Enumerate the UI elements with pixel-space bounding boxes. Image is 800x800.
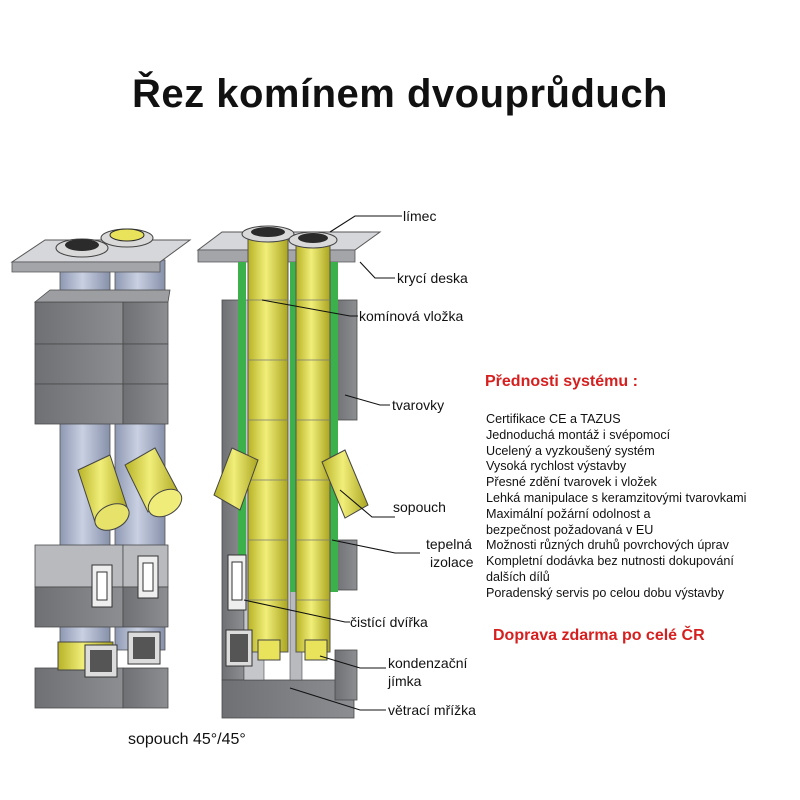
cleaning-door-exterior [91,555,159,608]
list-item: bezpečnost požadovaná v EU [486,522,654,537]
label-limec: límec [403,208,436,224]
label-kryci-deska: krycí deska [397,270,468,286]
label-kondenzacni: kondenzační [388,655,468,671]
label-izolace: izolace [430,554,474,570]
label-cistici-dvirka: čistící dvířka [350,614,428,630]
advantages-list: Certifikace CE a TAZUS Jednoduchá montáž… [486,412,746,602]
list-item: Ucelený a vyzkoušený systém [486,443,655,458]
promo-free-shipping: Doprava zdarma po celé ČR [493,627,705,644]
list-item: Maximální požární odolnost a [486,506,651,521]
label-tepelna: tepelná [426,536,472,552]
flue-connector-exterior [77,447,183,531]
flue-liner-right [295,237,331,653]
condensate-trap [257,639,328,661]
label-vetraci-mrizka: větrací mřížka [388,702,476,718]
ventilation-grille-exterior [84,631,161,678]
label-sopouch: sopouch [393,499,446,515]
flue-connector-cutaway [213,447,369,519]
list-item: Kompletní dodávka bez nutnosti dokupován… [486,554,734,569]
list-item: Poradenský servis po celou dobu výstavby [486,585,725,600]
list-item: Vysoká rychlost výstavby [486,459,627,474]
ventilation-grille-cutaway [225,629,253,667]
list-item: dalších dílů [486,569,550,584]
label-tvarovky: tvarovky [392,397,444,413]
list-item: Lehká manipulace s keramzitovými tvarovk… [486,490,747,505]
chimney-cutaway-view [196,225,382,719]
cleaning-door-cutaway [227,554,247,611]
list-item: Přesné zdění tvarovek i vložek [486,475,657,490]
flue-liner-left [247,231,289,653]
list-item: Jednoduchá montáž i svépomocí [486,427,671,442]
page-title: Řez komínem dvouprůduch [132,72,668,116]
list-item: Certifikace CE a TAZUS [486,412,621,426]
label-jimka: jímka [387,673,422,689]
thermal-insulation [238,262,338,592]
leader-lines [243,215,420,711]
caption-sopouch: sopouch 45°/45° [128,731,246,748]
advantages-heading: Přednosti systému : [485,373,638,390]
list-item: Možnosti různých druhů povrchových úprav [486,538,729,553]
label-kominova-vlozka: komínová vložka [359,308,463,324]
chimney-exterior-view [10,228,192,709]
